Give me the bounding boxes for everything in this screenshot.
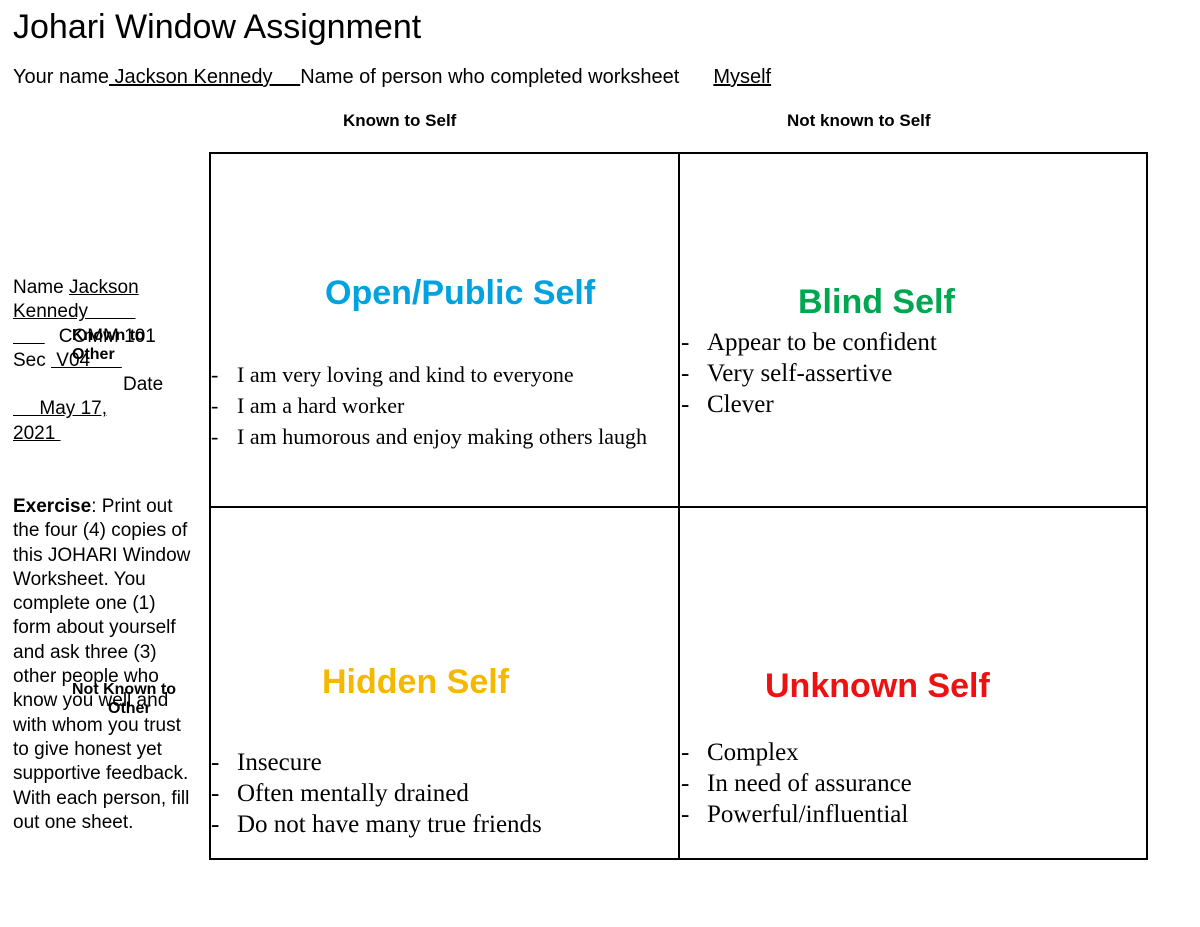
- list-item: In need of assurance: [681, 768, 1121, 799]
- name-label: Name: [13, 277, 69, 298]
- hidden-self-title: Hidden Self: [322, 663, 510, 701]
- exercise-instructions: Exercise: Print out the four (4) copies …: [13, 495, 198, 835]
- list-item: Often mentally drained: [211, 778, 651, 809]
- name-line: Your name Jackson Kennedy Name of person…: [13, 66, 771, 89]
- list-item: Powerful/influential: [681, 799, 1121, 830]
- exercise-label: Exercise: [13, 496, 92, 517]
- completed-by-label: Name of person who completed worksheet: [300, 66, 680, 88]
- your-name-value: Jackson Kennedy: [109, 66, 301, 88]
- list-item: Very self-assertive: [681, 358, 1121, 389]
- your-name-label: Your name: [13, 66, 109, 88]
- date-label: Date: [123, 374, 164, 396]
- hidden-self-list: Insecure Often mentally drained Do not h…: [211, 747, 651, 840]
- name-value-line-2: Kennedy: [13, 301, 136, 323]
- open-self-list: I am very loving and kind to everyone I …: [211, 361, 651, 451]
- sec-label: Sec: [13, 349, 52, 371]
- list-item: Complex: [681, 737, 1121, 768]
- open-self-title: Open/Public Self: [325, 274, 596, 312]
- list-item: I am humorous and enjoy making others la…: [211, 423, 651, 451]
- not-known-to-other-label: Not Known to Other: [72, 681, 176, 717]
- list-item: I am a hard worker: [211, 392, 651, 420]
- course-blank: [13, 326, 45, 347]
- date-value-line-2: 2021: [13, 422, 61, 444]
- name-value: Jackson: [68, 277, 139, 298]
- page-title: Johari Window Assignment: [13, 8, 422, 46]
- unknown-self-list: Complex In need of assurance Powerful/in…: [681, 737, 1121, 830]
- grid-horizontal-divider: [209, 506, 1148, 508]
- known-to-other-label: Known to Other: [72, 327, 145, 363]
- sec-value: V04: [51, 349, 122, 371]
- list-item: Appear to be confident: [681, 327, 1121, 358]
- column-known-to-self: Known to Self: [343, 111, 457, 130]
- course-value: COMM 101: [58, 325, 156, 347]
- list-item: Insecure: [211, 747, 651, 778]
- column-not-known-to-self: Not known to Self: [787, 111, 931, 130]
- exercise-text: : Print out the four (4) copies of this …: [13, 496, 191, 833]
- blind-self-list: Appear to be confident Very self-asserti…: [681, 327, 1121, 420]
- list-item: Clever: [681, 389, 1121, 420]
- unknown-self-title: Unknown Self: [765, 667, 990, 705]
- list-item: Do not have many true friends: [211, 809, 651, 840]
- sidebar-info: Name Jackson Kennedy COMM 101 Sec V04 Da…: [13, 276, 198, 446]
- completed-by-value: Myself: [713, 66, 772, 88]
- blind-self-title: Blind Self: [798, 283, 955, 321]
- list-item: I am very loving and kind to everyone: [211, 361, 651, 389]
- date-value: May 17,: [13, 398, 107, 420]
